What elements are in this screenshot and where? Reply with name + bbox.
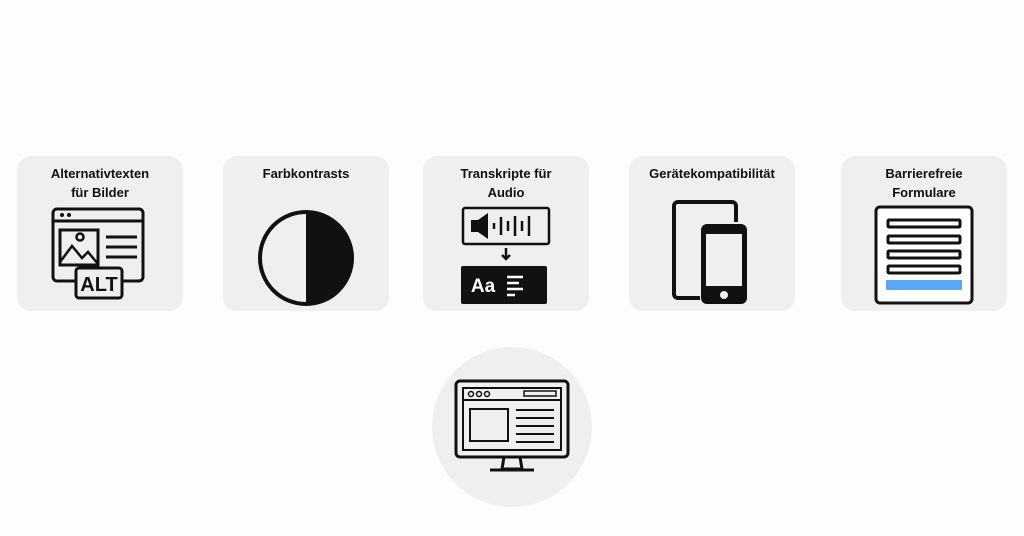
alt-text-image-icon: ALT bbox=[51, 207, 145, 300]
desktop-website-icon bbox=[454, 379, 570, 472]
card-title: Farbkontrasts bbox=[262, 166, 350, 181]
audio-transcript-icon: Aa bbox=[461, 206, 551, 304]
card-color-contrast: Farbkontrasts bbox=[223, 156, 389, 311]
contrast-icon bbox=[258, 210, 354, 306]
svg-text:ALT: ALT bbox=[80, 274, 117, 296]
devices-icon bbox=[672, 200, 747, 304]
submit-button-shape bbox=[886, 280, 962, 290]
form-icon bbox=[874, 205, 974, 305]
card-title: Gerätekompatibilität bbox=[649, 166, 775, 181]
card-device-compatibility: Gerätekompatibilität bbox=[629, 156, 795, 311]
center-circle bbox=[432, 347, 592, 507]
svg-text:Aa: Aa bbox=[471, 276, 496, 297]
